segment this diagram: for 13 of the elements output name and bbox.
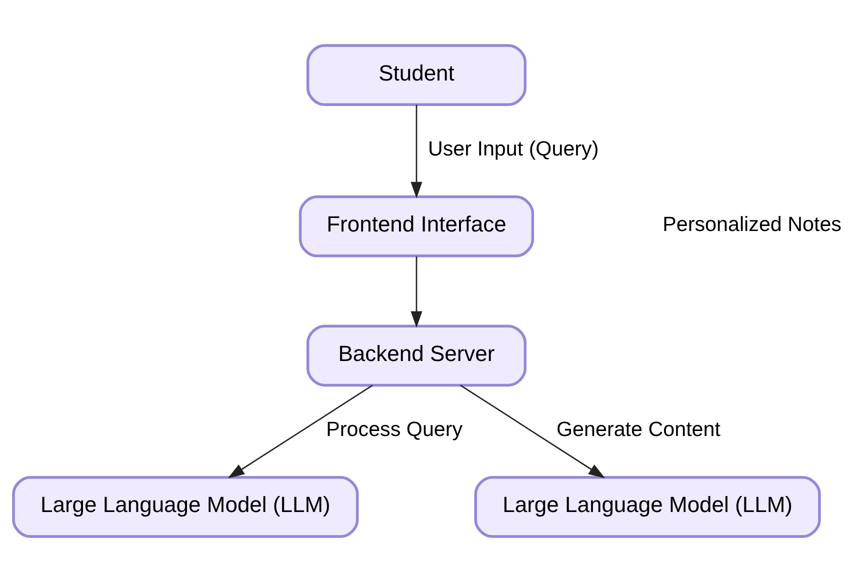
arrow [410,256,422,328]
label: Personalized Notes [662,212,842,236]
edge-label: User Input (Query) [428,137,599,160]
node-box: Large Language Model (LLM) [474,475,821,538]
edge-label: Generate Content [556,418,720,441]
arrow [460,384,606,478]
node-box: Student [306,44,527,106]
edge-label: Process Query [326,418,463,441]
node-box: Frontend Interface [298,194,534,257]
arrow [410,104,422,198]
node-box: Large Language Model (LLM) [12,475,359,538]
arrow [228,384,373,478]
node-box: Backend Server [306,324,527,386]
